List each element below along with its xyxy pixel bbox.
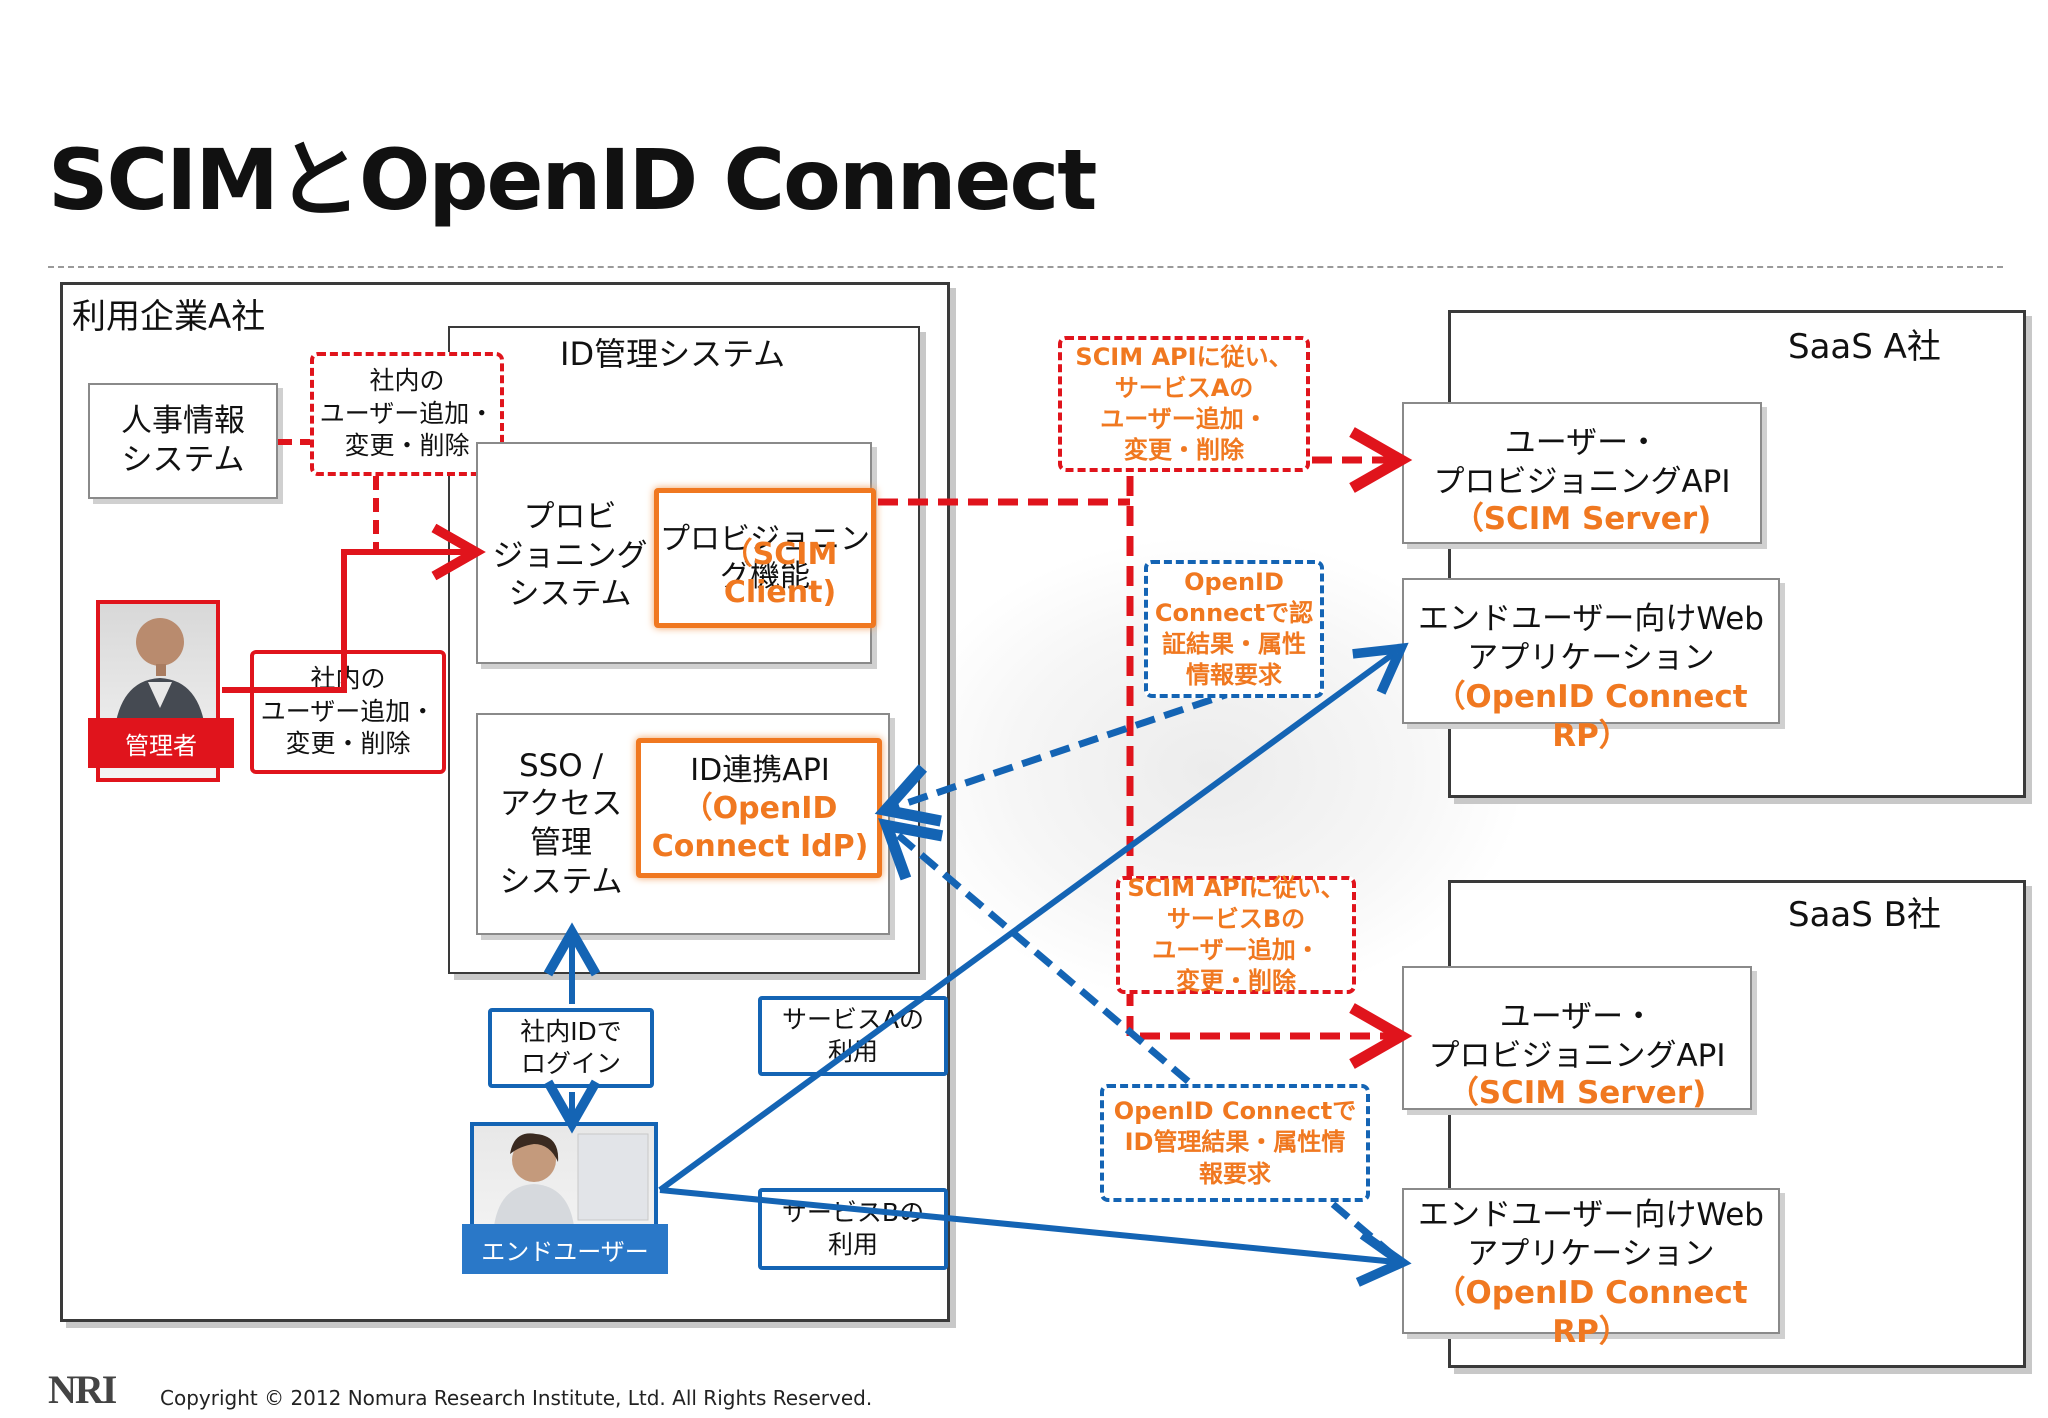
admin-tag-label: 管理者 xyxy=(125,731,197,760)
saas-b-provisioning-label: ユーザー・ プロビジョニングAPI xyxy=(1428,999,1726,1074)
scim-a-callout-label: SCIM APIに従い、 サービスAの ユーザー追加・ 変更・削除 xyxy=(1075,342,1293,465)
saas-b-scim-server-label: （SCIM Server) xyxy=(1447,1075,1707,1111)
admin-note: 社内の ユーザー追加・ 変更・削除 xyxy=(250,650,446,774)
enduser-tag-label: エンドユーザー xyxy=(481,1237,649,1266)
saas-a-web-label: エンドユーザー向けWeb アプリケーション xyxy=(1418,601,1764,676)
saas-b-web-box xyxy=(1402,1188,1780,1334)
copyright: Copyright © 2012 Nomura Research Institu… xyxy=(160,1386,873,1410)
slide-title: SCIMとOpenID Connect xyxy=(48,131,1097,229)
nri-logo: NRI xyxy=(48,1367,117,1412)
enduser-tag: エンドユーザー xyxy=(462,1224,668,1274)
scim-b-callout: SCIM APIに従い、 サービスBの ユーザー追加・ 変更・削除 xyxy=(1116,874,1356,995)
sso-system-label: SSO / アクセス 管理 システム xyxy=(499,747,623,900)
saas-a-openid-rp-label: （OpenID Connect RP） xyxy=(1434,679,1748,754)
admin-note-label: 社内の ユーザー追加・ 変更・削除 xyxy=(260,664,436,759)
provisioning-system-label: プロビ ジョニング システム xyxy=(492,498,648,613)
company-label: 利用企業A社 xyxy=(72,297,266,337)
id-federation-api-label: ID連携API xyxy=(690,753,830,788)
saas-b-label: SaaS B社 xyxy=(1788,895,1941,935)
hr-note: 社内の ユーザー追加・ 変更・削除 xyxy=(310,352,504,476)
saas-a-label: SaaS A社 xyxy=(1788,327,1941,367)
use-service-a-note: サービスAの 利用 xyxy=(758,996,948,1076)
hr-note-label: 社内の ユーザー追加・ 変更・削除 xyxy=(319,366,495,461)
oidc-b-callout-label: OpenID Connectで ID管理結果・属性情 報要求 xyxy=(1113,1097,1357,1188)
saas-a-provisioning-box xyxy=(1402,402,1762,544)
oidc-a-to-idp-arrow xyxy=(874,686,1242,827)
scim-client-label: （SCIM Client) xyxy=(722,537,838,610)
login-note-label: 社内IDで ログイン xyxy=(520,1016,622,1079)
title-divider xyxy=(48,266,2003,268)
admin-tag: 管理者 xyxy=(88,718,234,768)
admin-to-provisioning-arrow xyxy=(248,523,486,693)
saas-a-scim-server-label: （SCIM Server) xyxy=(1452,501,1712,537)
saas-b-openid-rp-label: （OpenID Connect RP） xyxy=(1434,1275,1748,1350)
hr-system-label: 人事情報 システム xyxy=(121,403,245,478)
scim-b-callout-label: SCIM APIに従い、 サービスBの ユーザー追加・ 変更・削除 xyxy=(1127,873,1345,996)
saas-b-web-label: エンドユーザー向けWeb アプリケーション xyxy=(1418,1197,1764,1272)
provisioning-function-box: プロビジョニン グ機能 xyxy=(654,488,876,628)
login-note: 社内IDで ログイン xyxy=(488,1008,654,1088)
openid-idp-label: （OpenID Connect IdP) xyxy=(651,791,869,864)
saas-b-provisioning-box xyxy=(1402,966,1752,1110)
oidc-a-callout: OpenID Connectで認 証結果・属性 情報要求 xyxy=(1144,560,1324,698)
scim-a-callout: SCIM APIに従い、 サービスAの ユーザー追加・ 変更・削除 xyxy=(1058,336,1310,472)
saas-a-provisioning-label: ユーザー・ プロビジョニングAPI xyxy=(1433,425,1731,500)
nri-logo-text: NRI xyxy=(48,1367,117,1412)
enduser-to-saas-a-arrow xyxy=(658,642,1409,1193)
oidc-b-callout: OpenID Connectで ID管理結果・属性情 報要求 xyxy=(1100,1084,1370,1202)
id-federation-api-box xyxy=(636,738,882,878)
oidc-a-callout-label: OpenID Connectで認 証結果・属性 情報要求 xyxy=(1154,567,1314,690)
enduser-person-icon xyxy=(494,1133,649,1226)
enduser-to-saas-b-arrow xyxy=(659,1187,1412,1287)
provisioning-function-label: プロビジョニン グ機能 xyxy=(660,521,870,595)
hr-system-box: 人事情報 システム xyxy=(88,383,278,499)
hr-note-to-provisioning-arrow xyxy=(373,476,486,581)
id-management-label: ID管理システム xyxy=(560,335,786,373)
saas-a-web-box xyxy=(1402,578,1780,724)
